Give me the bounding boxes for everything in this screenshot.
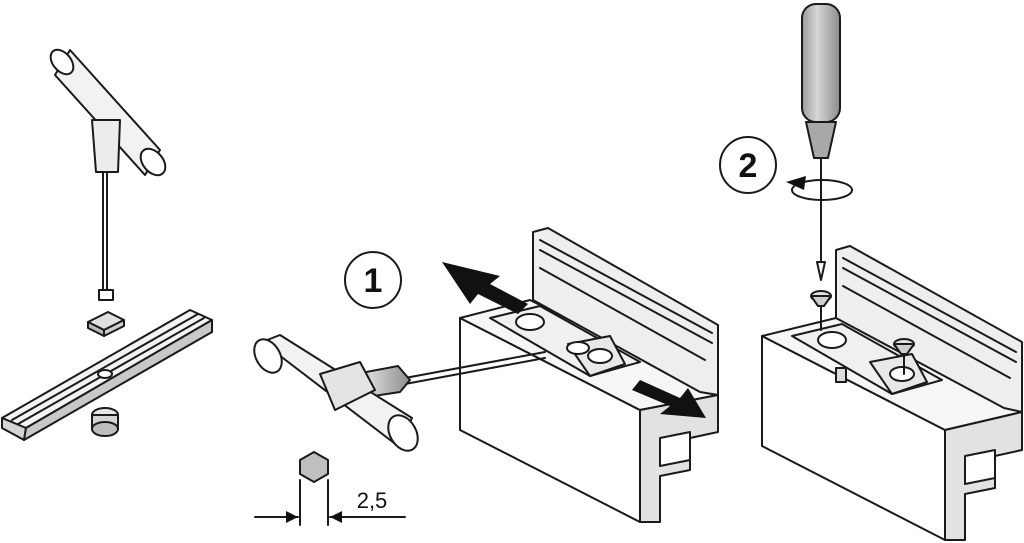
left-assembly xyxy=(1,48,213,441)
hex-profile-icon xyxy=(299,451,329,483)
step-2-number: 2 xyxy=(739,147,758,185)
hex-size-label: 2,5 xyxy=(357,488,388,513)
countersunk-screw-icon xyxy=(810,290,832,331)
mounting-rail-icon xyxy=(1,309,213,441)
screw-icon xyxy=(87,289,125,337)
countersunk-screw-2-icon xyxy=(893,338,915,375)
knurled-nut-icon xyxy=(91,407,119,437)
screwdriver-icon xyxy=(801,3,841,281)
adjust-direction-arrows xyxy=(442,262,706,418)
t-handle-hex-key-center-icon xyxy=(253,334,546,452)
arrow-left-icon xyxy=(442,262,528,314)
right-assembly: 2 xyxy=(719,3,1023,541)
hex-key-dimension: 2,5 xyxy=(254,451,406,526)
rotation-arrow-icon xyxy=(786,176,853,201)
locking-plate xyxy=(489,305,641,377)
t-handle-hex-key-icon xyxy=(49,48,167,291)
step-2-badge: 2 xyxy=(719,136,777,194)
step-1-badge: 1 xyxy=(344,251,402,309)
center-assembly: 1 xyxy=(253,227,719,526)
arrow-right-icon xyxy=(632,380,706,418)
locking-plate-right xyxy=(791,323,943,395)
step-1-number: 1 xyxy=(364,262,383,300)
